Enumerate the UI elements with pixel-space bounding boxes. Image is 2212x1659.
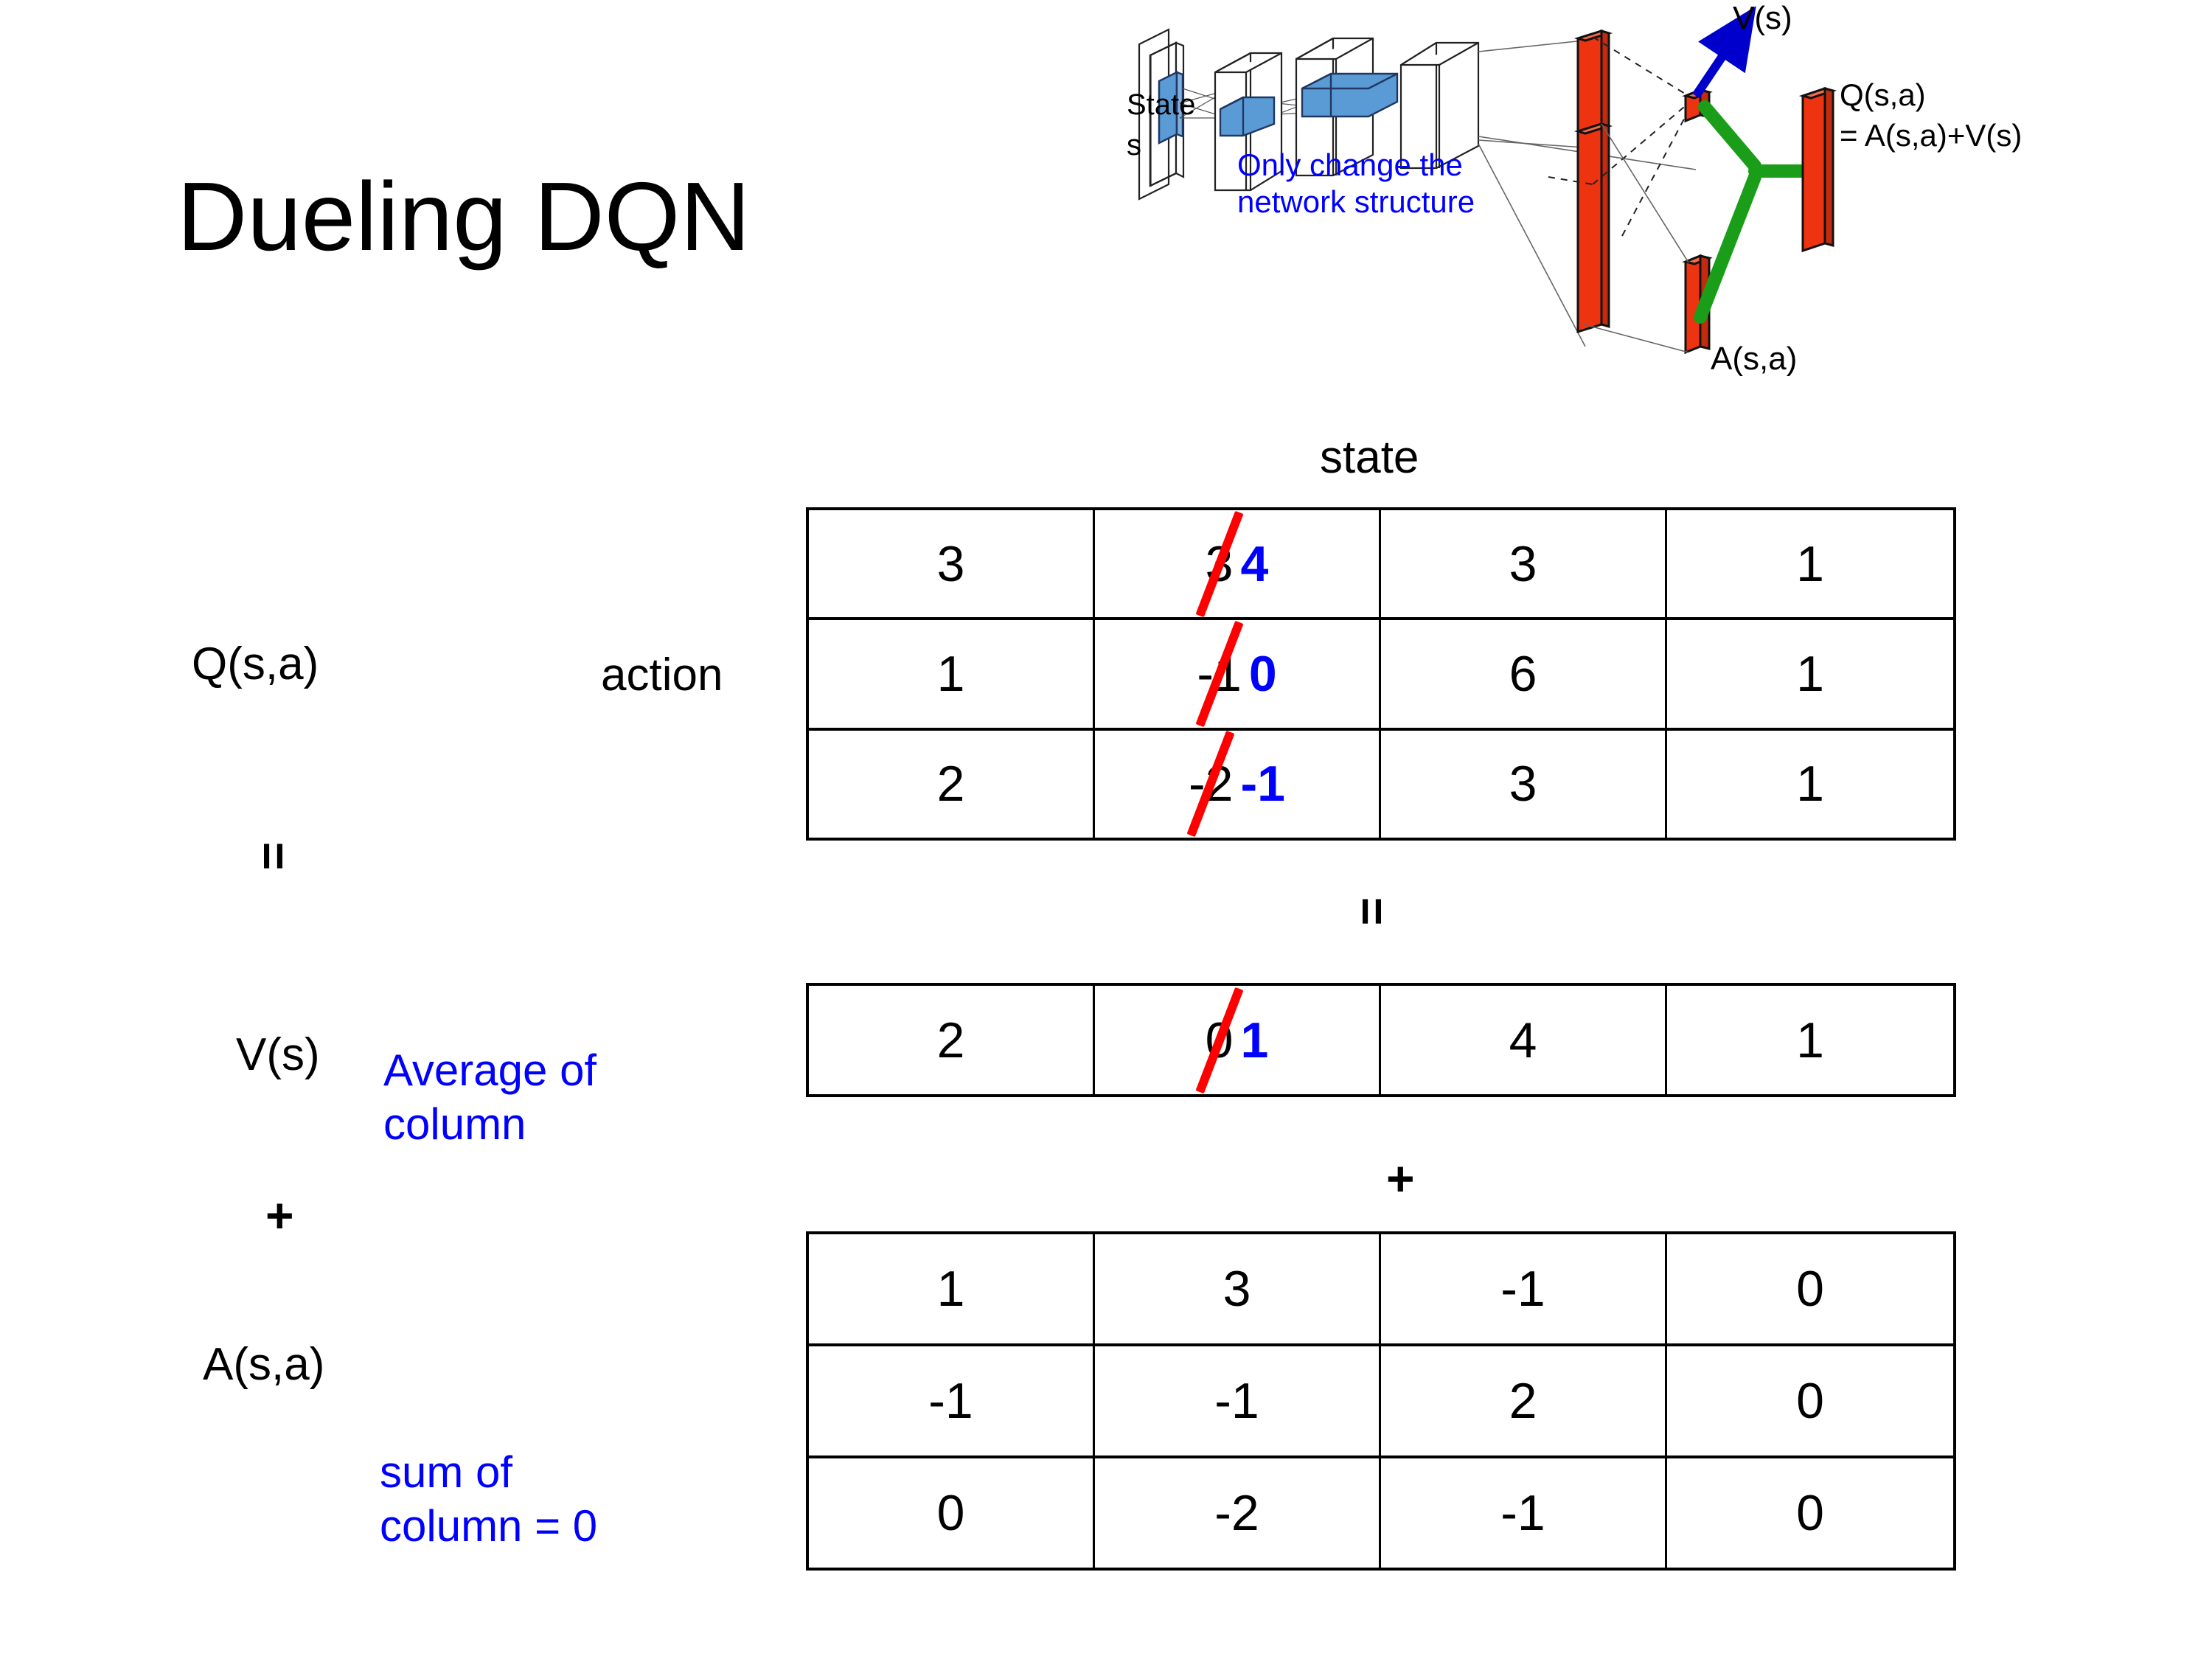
cell-value: 1 [1796, 756, 1824, 813]
sum-of-column-note: sum of column = 0 [380, 1445, 597, 1553]
cell-value: 3 [1509, 756, 1537, 813]
table-cell: -1 [1381, 1458, 1667, 1568]
cell-value: 3 [1509, 535, 1537, 592]
v-table: 2 0 1 4 1 [806, 983, 1956, 1097]
cell-value: 3 [936, 535, 965, 592]
cell-value: 1 [936, 1261, 965, 1317]
cell-value: 6 [1509, 645, 1537, 702]
sum-note-line2: column = 0 [380, 1501, 598, 1551]
table-cell: 1 [1667, 620, 1953, 731]
table-cell: 2 [1381, 1346, 1667, 1458]
new-value: 0 [1248, 645, 1277, 702]
diagram-state-label-line1: State [1127, 88, 1196, 121]
a-table: 1 3 -1 0 -1 -1 2 0 0 -2 -1 0 [806, 1231, 1956, 1571]
table-cell: -1 [809, 1346, 1095, 1458]
a-function-label: A(s,a) [203, 1339, 325, 1390]
table-cell: 1 [809, 1234, 1095, 1346]
table-cell-edited: -2 -1 [1095, 730, 1381, 838]
equals-sign-left: = [246, 841, 302, 866]
cell-value: 0 [1796, 1485, 1824, 1541]
table-cell: 3 [1381, 730, 1667, 838]
cell-value: -1 [1214, 1373, 1259, 1429]
q-function-label: Q(s,a) [192, 639, 319, 689]
average-of-column-note: Average of column [383, 1043, 597, 1151]
cell-value: 3 [1222, 1261, 1251, 1317]
table-cell: 2 [809, 730, 1095, 838]
average-note-line1: Average of [383, 1046, 597, 1095]
dueling-network-diagram: State s Only change the network structur… [1106, 0, 2212, 413]
diagram-q-output-label-line1: Q(s,a) [1840, 77, 1926, 112]
cell-value: 0 [936, 1485, 965, 1541]
table-cell: 0 [1667, 1458, 1953, 1568]
cell-value: 2 [936, 1012, 965, 1068]
plus-sign-center: + [1386, 1151, 1415, 1206]
table-cell: -1 [1381, 1234, 1667, 1346]
diagram-q-output-label-line2: = A(s,a)+V(s) [1840, 118, 2023, 153]
new-value: 4 [1240, 535, 1269, 592]
equals-sign-center: = [1345, 897, 1400, 922]
page-title: Dueling DQN [177, 162, 751, 271]
table-cell: 1 [1667, 731, 1953, 838]
table-cell: 3 [1381, 510, 1667, 621]
cell-value: 1 [1796, 1012, 1824, 1068]
v-function-label: V(s) [236, 1029, 320, 1080]
table-cell: 0 [1667, 1346, 1953, 1458]
old-value: 3 [1205, 535, 1234, 592]
cell-value: 1 [1796, 645, 1824, 702]
table-cell: 2 [809, 986, 1095, 1094]
table-cell: 6 [1381, 620, 1667, 731]
cell-value: -1 [1500, 1261, 1545, 1317]
sum-note-line1: sum of [380, 1447, 513, 1497]
diagram-note-line1: Only change the [1237, 147, 1463, 182]
table-cell-edited: 0 1 [1095, 986, 1381, 1094]
diagram-note-line2: network structure [1237, 184, 1475, 219]
cell-value: 0 [1796, 1261, 1824, 1317]
q-table: 3 3 4 3 1 1 -1 0 6 1 2 -2 -1 3 1 [806, 507, 1956, 841]
old-value: -1 [1197, 645, 1242, 702]
cell-value: -1 [1500, 1485, 1545, 1541]
plus-sign-left: + [265, 1188, 294, 1242]
average-note-line2: column [383, 1099, 526, 1150]
new-value: -1 [1240, 756, 1285, 813]
diagram-state-label-line2: s [1127, 129, 1141, 161]
table-cell: 3 [1095, 1234, 1381, 1346]
table-cell: 1 [809, 620, 1095, 731]
cell-value: 2 [1509, 1373, 1537, 1429]
action-axis-label: action [601, 650, 723, 700]
state-axis-label: state [1320, 432, 1419, 483]
table-cell: 4 [1381, 986, 1667, 1094]
table-cell: 0 [1667, 1234, 1953, 1346]
diagram-advantage-output-label: A(s,a) [1711, 341, 1798, 377]
cell-value: 2 [936, 756, 965, 813]
table-cell-edited: 3 4 [1095, 510, 1381, 621]
diagram-value-output-label: V(s) [1733, 0, 1792, 36]
cell-value: 4 [1509, 1012, 1537, 1068]
cell-value: 1 [936, 645, 965, 702]
table-cell-edited: -1 0 [1095, 620, 1381, 731]
table-cell: 0 [809, 1458, 1095, 1568]
table-cell: 1 [1667, 510, 1953, 621]
old-value: -2 [1189, 756, 1234, 813]
table-cell: -2 [1095, 1458, 1381, 1568]
table-cell: -1 [1095, 1346, 1381, 1458]
new-value: 1 [1240, 1012, 1269, 1068]
cell-value: 1 [1796, 535, 1824, 592]
cell-value: -2 [1214, 1485, 1259, 1541]
cell-value: -1 [928, 1373, 973, 1429]
table-cell: 1 [1667, 986, 1953, 1094]
cell-value: 0 [1796, 1373, 1824, 1429]
table-cell: 3 [809, 510, 1095, 621]
old-value: 0 [1205, 1012, 1234, 1068]
